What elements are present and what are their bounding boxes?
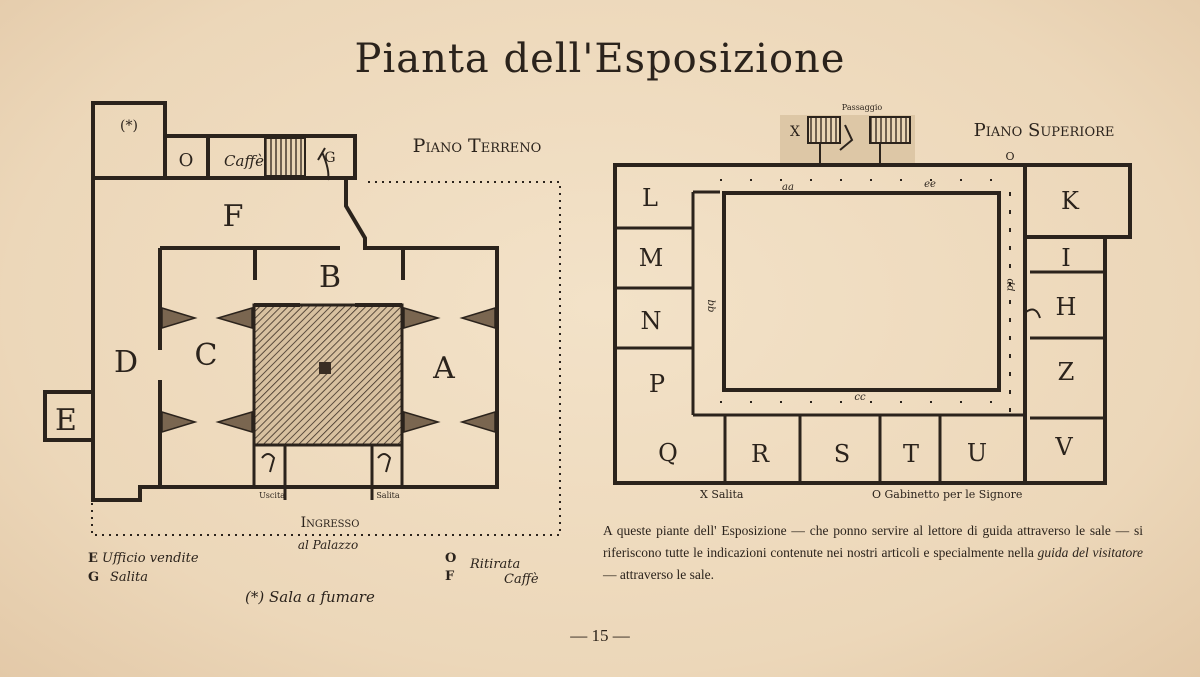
room-o-label: O	[179, 150, 194, 171]
room-q-label: Q	[658, 439, 678, 467]
room-m-label: M	[639, 244, 664, 272]
page-title: Pianta dell'Esposizione	[354, 36, 846, 82]
legend-text-g: Salita	[110, 570, 148, 585]
upper-o-mark: O	[1005, 150, 1014, 163]
cafe-label: Caffè	[224, 152, 264, 170]
legend-key-e: E	[88, 551, 98, 566]
smoking-room	[91, 101, 167, 180]
room-h-label: H	[1056, 293, 1077, 321]
upper-stair-mark: X	[790, 124, 800, 140]
smoking-room-mark: (*)	[120, 118, 138, 134]
caption-text: A queste piante dell' Esposizione — che …	[603, 523, 1143, 560]
ground-floor-plan	[43, 101, 561, 536]
upper-room-labels: L M N P Q R S T U K I H Z V	[639, 184, 1080, 468]
room-t-label: T	[903, 440, 919, 468]
pillars	[161, 306, 496, 434]
room-k-label: K	[1061, 187, 1080, 215]
exit-label: Uscita	[259, 491, 285, 500]
legend-text-o: Ritirata	[469, 557, 520, 572]
room-a-label: A	[432, 351, 455, 386]
room-i-label: I	[1061, 244, 1070, 272]
legend-text-f: Caffè	[504, 572, 539, 587]
entrance-label-line1: Ingresso	[301, 515, 360, 531]
right-wing	[1025, 235, 1107, 485]
upper-legend-left: X Salita	[700, 488, 744, 501]
ground-floor-grounds-outline	[91, 181, 561, 536]
corridor-marks: aa ee bb cc pp	[705, 179, 1016, 403]
room-e-annex	[43, 390, 93, 442]
caption-italic: guida del visitatore	[1037, 545, 1143, 560]
room-l-label: L	[642, 184, 658, 212]
corridor-mark-ee: ee	[924, 179, 936, 190]
legend-text-e: Ufficio vendite	[102, 551, 199, 566]
ground-room-labels: A B C D E F O G	[55, 150, 455, 438]
room-f-label: F	[223, 199, 244, 234]
upper-legend-right: O Gabinetto per le Signore	[872, 488, 1022, 501]
entrance-label-line2: al Palazzo	[298, 538, 358, 552]
room-d-label: D	[114, 345, 138, 380]
room-g-label: G	[324, 150, 335, 166]
upper-floor-plan	[613, 115, 1132, 485]
upper-courtyard	[722, 191, 1001, 392]
room-z-label: Z	[1058, 358, 1075, 386]
stair-label: Salita	[376, 491, 400, 500]
room-b-label: B	[319, 260, 341, 295]
legend-key-o: O	[445, 551, 456, 566]
corridor-mark-aa: aa	[782, 182, 794, 193]
room-s-label: S	[834, 440, 850, 468]
corridor-mark-pp: pp	[1005, 278, 1016, 291]
room-n-label: N	[641, 307, 662, 335]
room-u-label: U	[967, 439, 987, 467]
upper-outer-wall	[613, 163, 1027, 485]
page-number: — 15 —	[570, 626, 630, 645]
legend-key-f: F	[445, 569, 455, 584]
corridor-mark-bb: bb	[705, 300, 716, 313]
room-e-label: E	[55, 403, 77, 438]
room-v-label: V	[1054, 433, 1073, 461]
room-c-label: C	[195, 338, 218, 373]
ground-floor-legend: E Ufficio vendite G Salita O Ritirata F …	[88, 551, 539, 606]
room-p-label: P	[649, 370, 665, 398]
smoking-room-footnote: (*) Sala a fumare	[245, 588, 375, 606]
central-hall	[252, 303, 404, 447]
corridor-mark-cc: cc	[854, 392, 866, 403]
ground-stairs	[264, 137, 306, 177]
passage-label: Passaggio	[842, 103, 883, 112]
legend-key-g: G	[88, 570, 99, 585]
room-r-label: R	[751, 440, 770, 468]
upper-stairs	[807, 116, 841, 144]
ground-outer-wall	[91, 176, 499, 502]
plan-caption: A queste piante dell' Esposizione — che …	[603, 520, 1143, 586]
caption-text-end: — attraverso le sale.	[603, 567, 714, 582]
upper-floor-heading: Piano Superiore	[974, 120, 1115, 141]
ground-floor-heading: Piano Terreno	[413, 135, 542, 157]
